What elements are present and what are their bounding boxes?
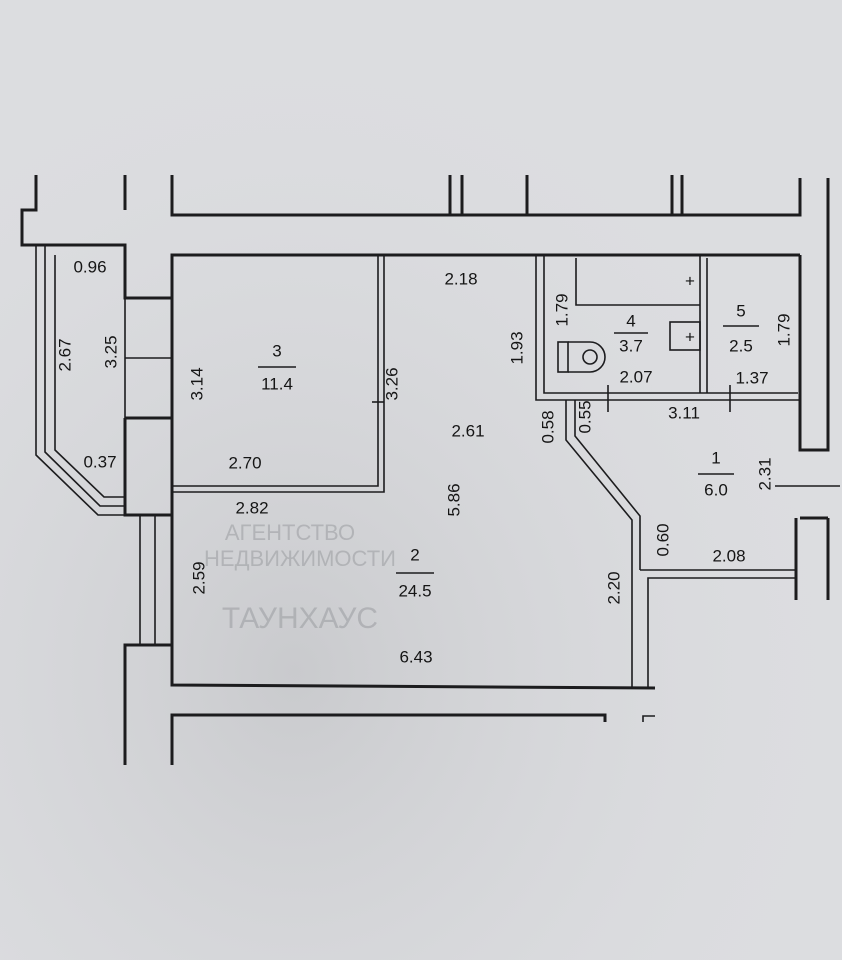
room-labels: 3 11.4 2 24.5 4 3.7 5 2.5 1 6.0 bbox=[258, 301, 759, 600]
dim: 2.61 bbox=[451, 421, 484, 440]
plus-mark: + bbox=[685, 271, 695, 290]
sink-icon bbox=[669, 321, 701, 351]
dim: 1.79 bbox=[552, 293, 571, 326]
dim: 0.55 bbox=[575, 400, 594, 433]
dim: 2.18 bbox=[444, 269, 477, 288]
dim: 2.70 bbox=[228, 453, 261, 472]
room-3-number: 3 bbox=[272, 341, 281, 360]
toilet-icon bbox=[557, 341, 606, 373]
agency-watermark: АГЕНТСТВО НЕДВИЖИМОСТИ ТАУНХАУС bbox=[204, 520, 396, 635]
dim: 2.07 bbox=[619, 367, 652, 386]
room-2-number: 2 bbox=[410, 545, 419, 564]
room-2-area: 24.5 bbox=[398, 581, 431, 600]
dim: 2.31 bbox=[755, 457, 774, 490]
dim: 3.11 bbox=[668, 403, 700, 422]
dim: 2.82 bbox=[235, 498, 268, 517]
dim: 6.43 bbox=[399, 647, 432, 666]
dim: 2.08 bbox=[712, 546, 745, 565]
room-5-number: 5 bbox=[736, 301, 745, 320]
dim: 1.93 bbox=[507, 331, 526, 364]
room-1-area: 6.0 bbox=[704, 480, 728, 499]
dim: 2.20 bbox=[604, 571, 623, 604]
watermark-line-3: НЕДВИЖИМОСТИ bbox=[204, 546, 396, 571]
dim: 0.58 bbox=[538, 410, 557, 443]
dim: 1.79 bbox=[774, 313, 793, 346]
room-4-area: 3.7 bbox=[619, 336, 643, 355]
dim: 3.26 bbox=[382, 367, 401, 400]
dim: 0.96 bbox=[73, 257, 106, 276]
room-3-area: 11.4 bbox=[261, 374, 293, 393]
room-4-number: 4 bbox=[626, 311, 635, 330]
dim: 0.37 bbox=[83, 452, 116, 471]
dim: 3.25 bbox=[101, 335, 120, 368]
watermark-line-1: ТАУНХАУС bbox=[222, 602, 378, 635]
dim: 5.86 bbox=[444, 483, 463, 516]
watermark-line-2: АГЕНТСТВО bbox=[225, 520, 355, 545]
dim: 2.59 bbox=[189, 561, 208, 594]
walls: + + bbox=[20, 175, 840, 765]
dim: 1.37 bbox=[735, 368, 768, 387]
dim: 0.60 bbox=[653, 523, 672, 556]
plus-mark: + bbox=[685, 327, 695, 346]
dimension-labels: 0.96 2.67 3.25 0.37 3.14 3.26 2.70 2.82 … bbox=[55, 257, 793, 666]
room-1-number: 1 bbox=[711, 448, 720, 467]
dim: 2.67 bbox=[55, 338, 74, 371]
dim: 3.14 bbox=[187, 367, 206, 400]
room-5-area: 2.5 bbox=[729, 336, 753, 355]
